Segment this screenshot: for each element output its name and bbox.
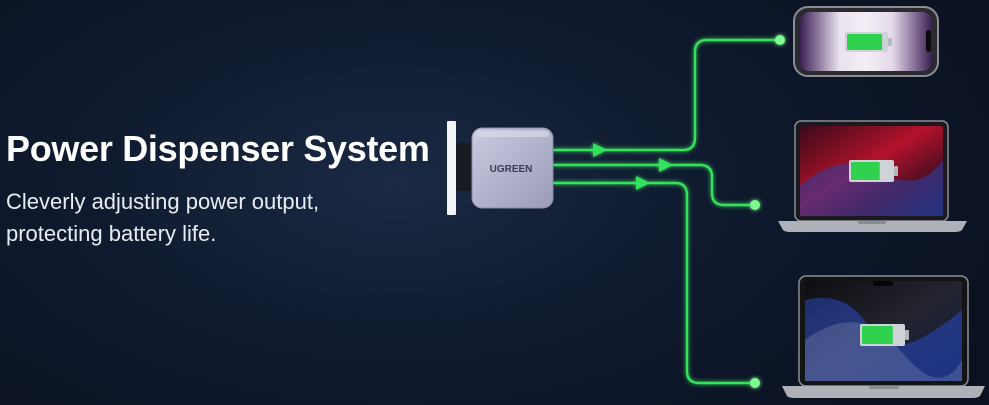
laptop-icon	[778, 120, 967, 232]
description-line-1: Cleverly adjusting power output,	[6, 189, 320, 214]
endpoint-dot-phone	[775, 35, 785, 45]
screen-wave	[800, 160, 943, 216]
laptop-camera-notch	[873, 281, 893, 286]
connection-lines	[553, 35, 785, 388]
line-to-phone	[553, 38, 778, 152]
charger-icon: UGREEN	[447, 121, 554, 215]
charger-highlight	[476, 131, 549, 137]
endpoint-dot-macbook-pro	[750, 378, 760, 388]
laptop-notch	[869, 386, 899, 389]
arrow-icon	[659, 158, 673, 172]
phone-icon	[793, 6, 939, 77]
battery-icon	[845, 32, 892, 52]
line-to-macbook-pro	[553, 181, 752, 385]
battery-icon	[849, 160, 898, 182]
laptop-base	[778, 221, 967, 232]
screen-wave	[805, 298, 962, 381]
description: Cleverly adjusting power output, protect…	[6, 186, 426, 250]
arrow-icon	[593, 143, 607, 157]
description-line-2: protecting battery life.	[6, 221, 217, 246]
battery-icon	[860, 324, 909, 346]
laptop-notch	[858, 221, 886, 224]
arrow-icon	[636, 176, 650, 190]
screen-wave	[805, 322, 962, 381]
charger-brand-label: UGREEN	[490, 164, 533, 175]
laptop-icon	[782, 275, 985, 398]
phone-dynamic-island	[926, 30, 931, 52]
line-to-laptop	[553, 163, 752, 207]
laptop-base	[782, 386, 985, 398]
endpoint-dot-laptop	[750, 200, 760, 210]
charger-body	[471, 127, 554, 209]
wall-plate	[447, 121, 456, 215]
headline: Power Dispenser System	[6, 128, 430, 169]
